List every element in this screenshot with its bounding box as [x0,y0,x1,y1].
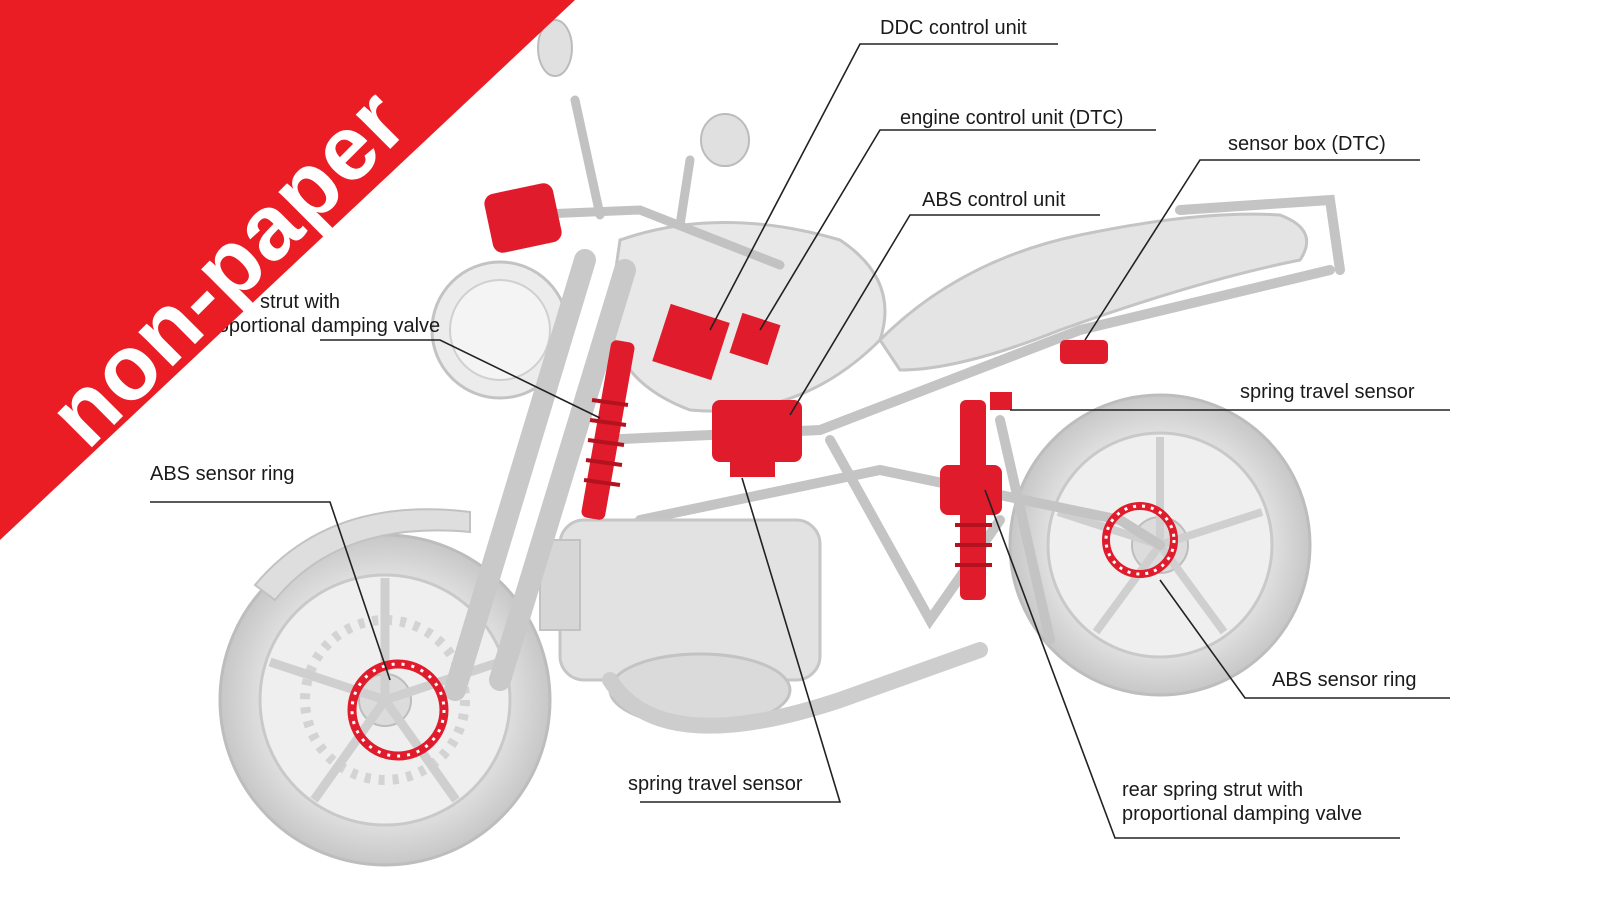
ddc-control-unit-part [484,183,562,253]
engine-block [539,518,988,734]
label-sensor-box: sensor box (DTC) [1228,133,1386,155]
label-rear-spring-strut: rear spring strut with proportional damp… [1122,778,1362,826]
label-ddc-control-unit: DDC control unit [880,17,1027,39]
seat [878,212,1309,372]
abs-control-unit-part [712,400,802,477]
label-spring-travel-sensor-rear: spring travel sensor [1240,381,1415,403]
engine-control-unit-part [652,303,781,381]
label-spring-travel-sensor-front: spring travel sensor [628,773,803,795]
rear-spring-strut-part [940,392,1012,600]
label-abs-sensor-ring-front: ABS sensor ring [150,463,295,485]
abs-sensor-ring-rear-part [1102,502,1178,578]
label-front-spring-strut: spring strut with proportional damping v… [200,290,440,338]
label-rear-spring-strut-line1: rear spring strut with [1122,779,1304,801]
mirrors [537,19,750,167]
label-abs-control-unit: ABS control unit [922,189,1066,211]
label-abs-sensor-ring-rear: ABS sensor ring [1272,669,1417,691]
label-front-spring-strut-line2: proportional damping valve [200,315,441,337]
front-spring-strut-part [581,340,635,520]
abs-sensor-ring-front-part [347,659,449,761]
label-engine-control-unit: engine control unit (DTC) [900,107,1124,129]
label-front-spring-strut-line1: spring strut with [200,291,341,313]
sensor-box-part [1060,340,1108,364]
label-rear-spring-strut-line2: proportional damping valve [1122,803,1363,825]
